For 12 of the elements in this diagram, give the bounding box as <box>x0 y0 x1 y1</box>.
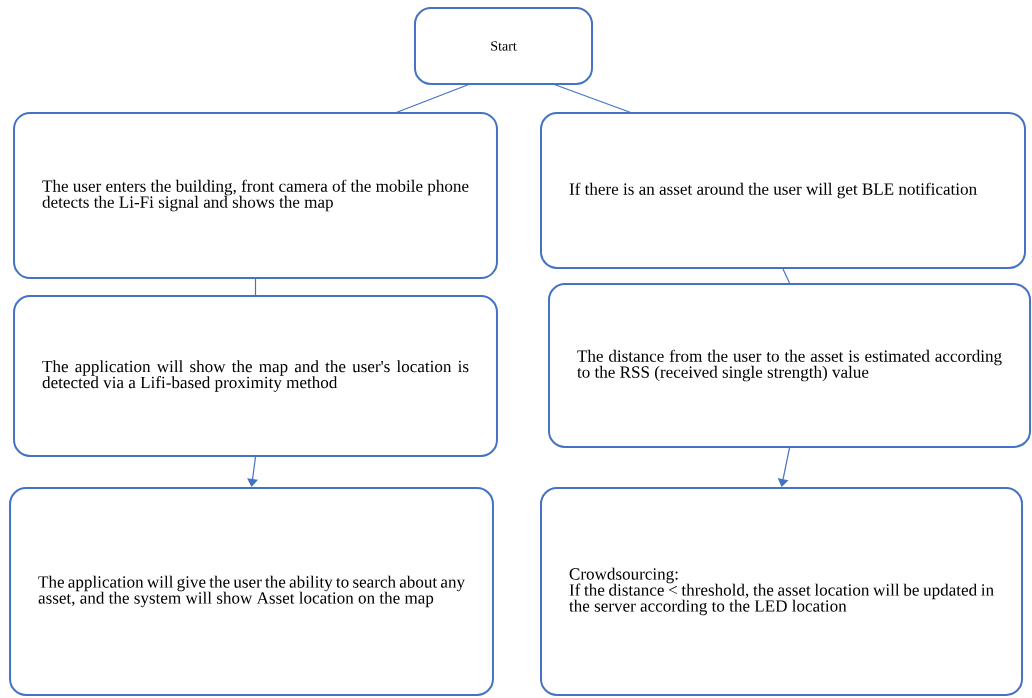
process-box: Crowdsourcing: If the distance < threshold, the asset location will be updated in the server according to the LED location <box>539 487 1024 696</box>
connector-line <box>782 268 791 284</box>
arrow <box>247 456 258 487</box>
process-box: Start <box>413 7 594 85</box>
process-box: The distance from the user to the asset is estimated according to the RSS (received single strength) value <box>547 283 1032 448</box>
process-box: The application will show the map and the user's location is detected via a Lifi-based proximity method <box>13 295 498 457</box>
process-box: The user enters the building, front camera of the mobile phone detects the Li-Fi signal and shows the map <box>13 111 498 280</box>
connector-line <box>394 83 471 114</box>
connector-line <box>254 278 257 296</box>
process-box: The application will give the user the ability to search about any asset, and the system will show Asset location on the map <box>9 487 494 696</box>
process-box: If there is an asset around the user will get BLE notification <box>540 112 1026 269</box>
connector-line <box>552 83 633 114</box>
